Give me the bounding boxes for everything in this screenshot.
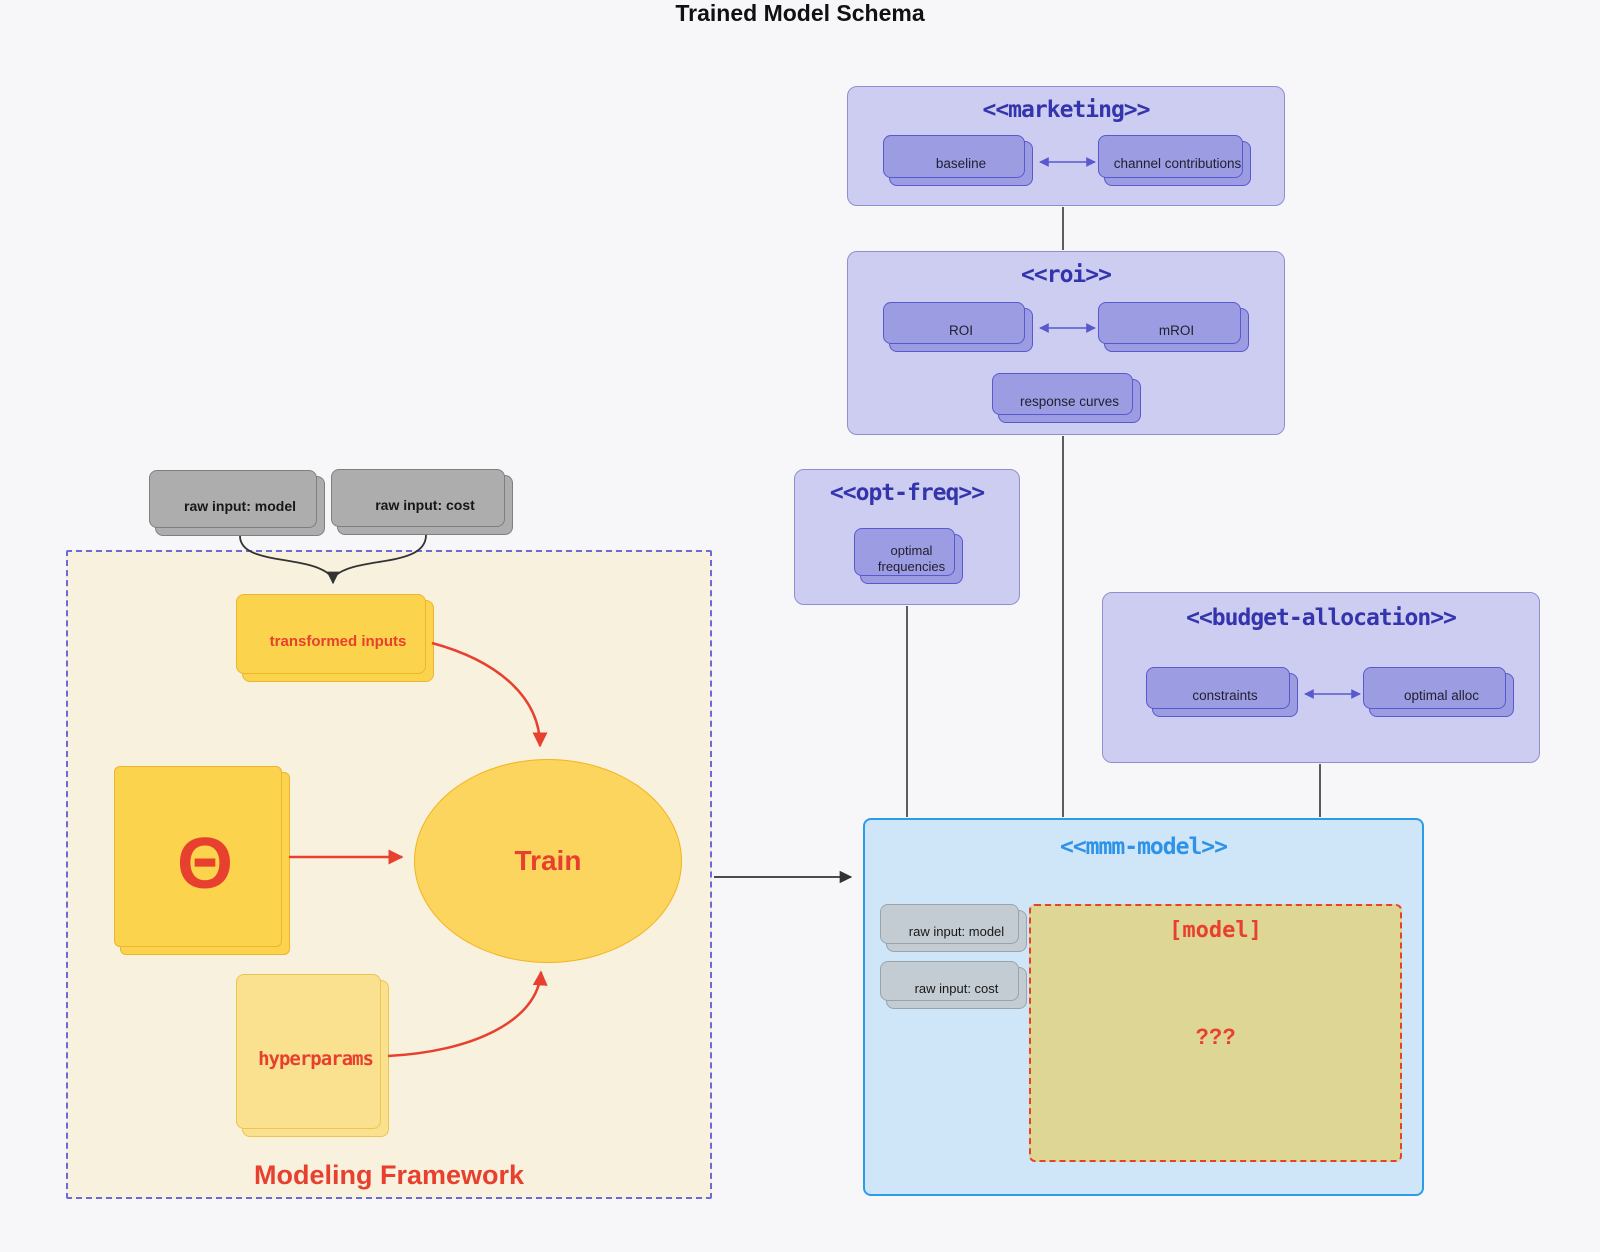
- node-transformed-inputs: transformed inputs: [236, 594, 434, 682]
- node-optimal-alloc: optimal alloc: [1363, 667, 1514, 717]
- node-baseline-label: baseline: [935, 156, 987, 171]
- node-raw-input-model-label: raw input: model: [184, 498, 296, 514]
- node-roi: ROI: [883, 302, 1033, 352]
- node-optimal-frequencies-label: optimal frequencies: [877, 542, 946, 574]
- container-mmm-model: <<mmm-model>> raw input: model raw input…: [863, 818, 1424, 1196]
- node-channel-contributions: channel contributions: [1098, 135, 1251, 186]
- container-mmm-model-title: <<mmm-model>>: [1059, 834, 1228, 860]
- node-baseline: baseline: [883, 135, 1033, 186]
- node-theta: Θ: [114, 766, 290, 955]
- node-mmm-raw-input-cost: raw input: cost: [880, 961, 1027, 1009]
- container-opt-freq: <<opt-freq>> optimal frequencies: [794, 469, 1020, 605]
- node-theta-label: Θ: [176, 823, 233, 904]
- node-mmm-raw-input-model: raw input: model: [880, 904, 1027, 952]
- container-opt-freq-title: <<opt-freq>>: [829, 480, 985, 506]
- node-channel-contributions-label: channel contributions: [1113, 156, 1242, 171]
- node-train-label: Train: [514, 845, 582, 876]
- node-optimal-alloc-label: optimal alloc: [1403, 687, 1480, 703]
- node-raw-input-cost-label: raw input: cost: [375, 497, 475, 513]
- node-mmm-raw-input-cost-label: raw input: cost: [914, 980, 999, 996]
- container-modeling-framework: transformed inputs Θ Train hyperparams M…: [66, 550, 712, 1199]
- container-roi: <<roi>> ROI mROI response curves: [847, 251, 1285, 435]
- node-constraints: constraints: [1146, 667, 1298, 717]
- modeling-framework-label: Modeling Framework: [253, 1160, 525, 1190]
- node-mroi: mROI: [1098, 302, 1249, 352]
- node-transformed-inputs-label: transformed inputs: [269, 632, 407, 650]
- container-marketing: <<marketing>> baseline channel contribut…: [847, 86, 1285, 206]
- node-raw-input-cost: raw input: cost: [331, 469, 513, 535]
- container-budget-allocation: <<budget-allocation>> constraints optima…: [1102, 592, 1540, 763]
- node-hyperparams: hyperparams: [236, 974, 389, 1137]
- model-placeholder-unknown: ???: [1195, 1024, 1236, 1049]
- diagram-title: Trained Model Schema: [675, 0, 925, 26]
- node-hyperparams-label: hyperparams: [258, 1047, 374, 1070]
- container-marketing-title: <<marketing>>: [982, 97, 1150, 123]
- container-budget-allocation-title: <<budget-allocation>>: [1186, 605, 1457, 631]
- node-response-curves-label: response curves: [1019, 393, 1120, 409]
- node-mroi-label: mROI: [1158, 322, 1195, 338]
- node-constraints-label: constraints: [1192, 687, 1258, 703]
- node-roi-label: ROI: [948, 322, 973, 338]
- container-roi-title: <<roi>>: [1021, 262, 1112, 288]
- node-train: Train: [414, 759, 682, 963]
- model-placeholder-header: [model]: [1169, 918, 1262, 943]
- node-raw-input-model: raw input: model: [149, 470, 325, 536]
- node-mmm-raw-input-model-label: raw input: model: [908, 923, 1005, 939]
- node-optimal-frequencies: optimal frequencies: [854, 528, 963, 584]
- node-response-curves: response curves: [992, 373, 1141, 423]
- node-model-placeholder: [model] ???: [1029, 904, 1402, 1162]
